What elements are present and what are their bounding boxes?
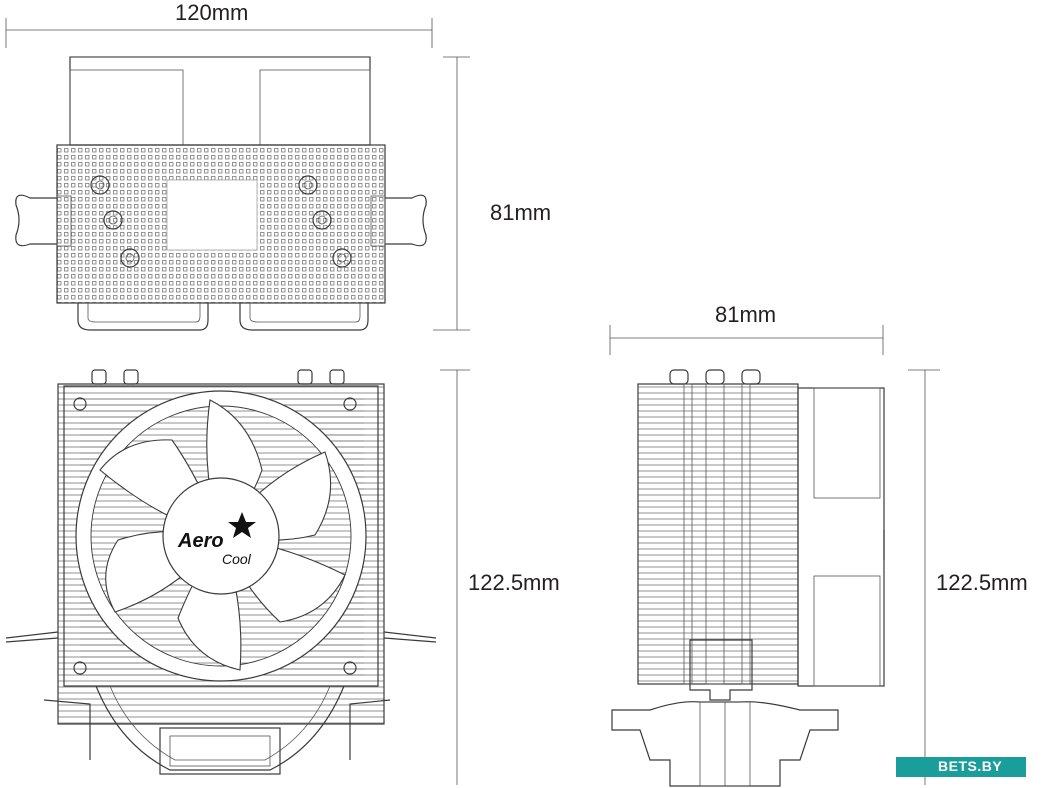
watermark-badge [896, 757, 1026, 777]
watermark-text: BETS.BY [938, 758, 1003, 774]
clip-left [15, 194, 57, 247]
dim-front-height: 122.5mm [440, 369, 560, 785]
dim-side-height: 122.5mm [908, 369, 1028, 785]
logo-aero: Aero [177, 530, 224, 552]
label-122-5mm-front: 122.5mm [468, 570, 560, 595]
label-122-5mm-side: 122.5mm [936, 570, 1028, 595]
front-view: Aero Cool 122.5mm [5, 369, 560, 785]
fan-hub [162, 477, 280, 595]
side-view: 81mm 122.5mm [609, 302, 1028, 787]
clip-right [385, 194, 427, 247]
label-81mm-top: 81mm [490, 200, 551, 225]
fan-side [797, 387, 885, 687]
dim-top-depth: 81mm [433, 56, 551, 331]
top-view: 120mm 81mm [5, 0, 551, 331]
bracket-right [383, 631, 437, 643]
fin-stack-side [637, 383, 799, 685]
aerocool-logo: Aero Cool [177, 512, 256, 567]
screw-holes [90, 175, 352, 268]
fan-frame [63, 385, 379, 687]
bracket-left [5, 631, 59, 643]
dim-top-width: 120mm [5, 0, 433, 48]
dim-side-width: 81mm [609, 302, 884, 355]
label-120mm: 120mm [175, 0, 248, 25]
label-81mm-side: 81mm [715, 302, 776, 327]
logo-cool: Cool [222, 551, 252, 567]
